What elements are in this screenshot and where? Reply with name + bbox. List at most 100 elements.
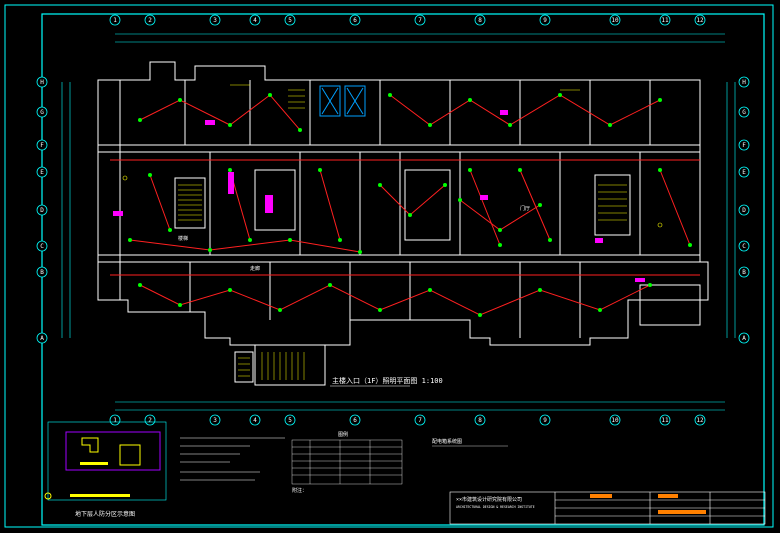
grid-right-B-bubble xyxy=(738,266,750,278)
light-fixture-40 xyxy=(538,203,542,207)
grid-right-G-label: G xyxy=(742,109,746,116)
grid-right-E-bubble xyxy=(738,166,750,178)
light-fixture-22 xyxy=(658,168,662,172)
grid-bottom-2-bubble xyxy=(144,414,156,426)
light-fixture-2 xyxy=(228,123,232,127)
sheet-outer-frame xyxy=(4,4,774,528)
light-fixture-13 xyxy=(168,228,172,232)
sheet-inner-frame xyxy=(41,13,765,526)
title-block-stamp-2 xyxy=(658,494,678,498)
light-fixture-21 xyxy=(548,238,552,242)
grid-bottom-6-label: 6 xyxy=(353,417,357,424)
grid-left-C-label: C xyxy=(40,243,44,250)
grid-left-D-label: D xyxy=(40,207,44,214)
grid-bottom-12-label: 12 xyxy=(696,417,704,424)
grid-left-A-bubble xyxy=(36,332,48,344)
grid-left-F-bubble xyxy=(36,139,48,151)
grid-top-2-label: 2 xyxy=(148,17,152,24)
grid-right-B-label: B xyxy=(742,269,746,276)
dimension-lines xyxy=(61,33,736,411)
grid-bottom-10-bubble xyxy=(609,414,621,426)
grid-right-D-label: D xyxy=(742,207,746,214)
grid-left-C-bubble xyxy=(36,240,48,252)
light-fixture-42 xyxy=(208,248,212,252)
light-fixture-15 xyxy=(248,238,252,242)
grid-right-F-label: F xyxy=(742,142,746,149)
grid-right-F-bubble xyxy=(738,139,750,151)
grid-bottom-10-label: 10 xyxy=(611,417,619,424)
light-fixture-8 xyxy=(508,123,512,127)
light-fixture-25 xyxy=(178,303,182,307)
grid-left-B-bubble xyxy=(36,266,48,278)
light-fixture-11 xyxy=(658,98,662,102)
annotation-marks xyxy=(122,84,663,228)
grid-right-H-label: H xyxy=(742,79,746,86)
grid-bottom-9-label: 9 xyxy=(543,417,547,424)
light-fixture-19 xyxy=(498,243,502,247)
light-fixture-41 xyxy=(128,238,132,242)
lighting-fixtures xyxy=(128,93,692,317)
light-fixture-12 xyxy=(148,173,152,177)
light-fixture-6 xyxy=(428,123,432,127)
light-fixture-16 xyxy=(318,168,322,172)
grid-right-G-bubble xyxy=(738,106,750,118)
grid-top-10-bubble xyxy=(609,14,621,26)
grid-top-9-bubble xyxy=(539,14,551,26)
light-fixture-4 xyxy=(298,128,302,132)
grid-bottom-11-bubble xyxy=(659,414,671,426)
grid-left-B-label: B xyxy=(40,269,44,276)
grid-left-G-label: G xyxy=(40,109,44,116)
room-label-lobby: 门厅 xyxy=(520,205,530,212)
grid-bottom-12-bubble xyxy=(694,414,706,426)
legend-table xyxy=(291,439,403,485)
grid-bottom-7-bubble xyxy=(414,414,426,426)
grid-top-4-bubble xyxy=(249,14,261,26)
equipment-blocks xyxy=(319,85,366,117)
distribution-panels xyxy=(113,110,645,282)
light-fixture-17 xyxy=(338,238,342,242)
grid-top-8-label: 8 xyxy=(478,17,482,24)
room-label-stair: 楼梯 xyxy=(178,235,188,242)
title-block-stamp-3 xyxy=(658,510,706,514)
grid-left-E-label: E xyxy=(40,169,44,176)
grid-left-F-label: F xyxy=(40,142,44,149)
grid-top-11-bubble xyxy=(659,14,671,26)
grid-top-12-bubble xyxy=(694,14,706,26)
light-fixture-24 xyxy=(138,283,142,287)
grid-right-D-bubble xyxy=(738,204,750,216)
light-fixture-43 xyxy=(288,238,292,242)
grid-bottom-1-label: 1 xyxy=(113,417,117,424)
grid-top-11-label: 11 xyxy=(661,17,669,24)
light-fixture-5 xyxy=(388,93,392,97)
grid-top-6-label: 6 xyxy=(353,17,357,24)
light-fixture-20 xyxy=(518,168,522,172)
grid-bottom-4-bubble xyxy=(249,414,261,426)
grid-left-A-label: A xyxy=(40,335,44,342)
grid-right-C-bubble xyxy=(738,240,750,252)
grid-top-3-bubble xyxy=(209,14,221,26)
grid-bottom-1-bubble xyxy=(109,414,121,426)
grid-top-9-label: 9 xyxy=(543,17,547,24)
light-fixture-1 xyxy=(178,98,182,102)
light-fixture-44 xyxy=(358,250,362,254)
grid-bottom-5-label: 5 xyxy=(288,417,292,424)
grid-right-H-bubble xyxy=(738,76,750,88)
light-fixture-34 xyxy=(648,283,652,287)
light-fixture-10 xyxy=(608,123,612,127)
grid-top-7-label: 7 xyxy=(418,17,422,24)
grid-top-6-bubble xyxy=(349,14,361,26)
notes-block xyxy=(180,437,285,481)
light-fixture-39 xyxy=(498,228,502,232)
grid-top-2-bubble xyxy=(144,14,156,26)
light-fixture-27 xyxy=(278,308,282,312)
light-fixture-0 xyxy=(138,118,142,122)
grid-top-12-label: 12 xyxy=(696,17,704,24)
light-fixture-38 xyxy=(458,198,462,202)
grid-top-8-bubble xyxy=(474,14,486,26)
title-block xyxy=(449,491,766,525)
grid-top-1-bubble xyxy=(109,14,121,26)
